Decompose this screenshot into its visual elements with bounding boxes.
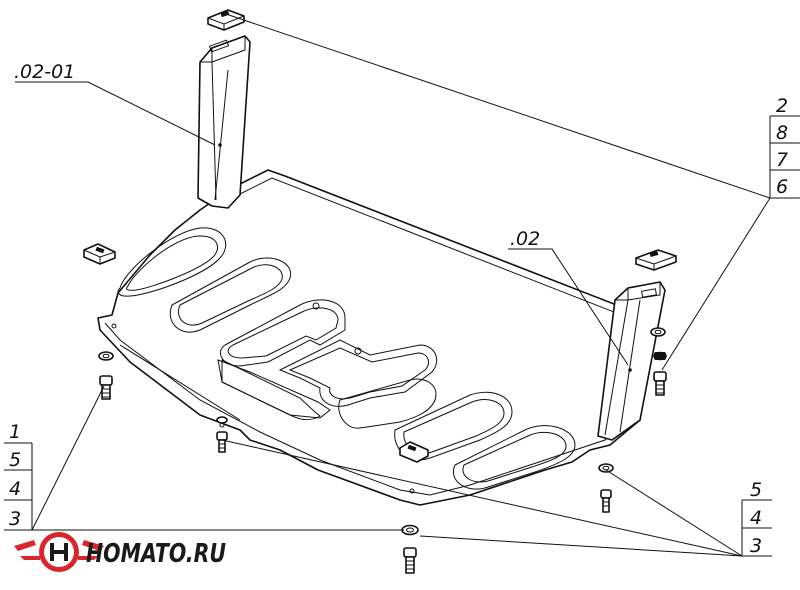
stack-left-item: 4 [9, 478, 21, 500]
stack-left-item: 5 [9, 449, 21, 471]
spacer-plate-right [635, 249, 677, 271]
stack-right-bottom-item: 5 [750, 479, 762, 501]
stack-right-bottom-item: 4 [750, 507, 762, 529]
spacer-plate-center [399, 441, 429, 463]
stack-right-top-item: 7 [776, 149, 788, 171]
callout-stack-right-top: 2 8 7 6 [769, 95, 800, 199]
stack-left-item: 3 [9, 508, 21, 530]
fastener-right-lower [598, 463, 614, 513]
fastener-right-upper [650, 327, 667, 396]
stack-right-top-item: 8 [776, 122, 788, 144]
stack-right-top-item: 2 [776, 95, 788, 117]
fastener-bottom-center [401, 524, 419, 574]
bracket-right [597, 281, 666, 441]
leader-lines [15, 13, 771, 557]
bracket-left [197, 35, 251, 209]
stack-left-item: 1 [9, 421, 21, 443]
stack-right-top-item: 6 [776, 176, 788, 198]
spacer-plate-left [83, 243, 116, 265]
homato-logo: HOMATO.RU [14, 532, 226, 572]
skid-plate [97, 169, 653, 506]
callout-part-02-01: .02-01 [14, 61, 75, 83]
stiffening-ribs [117, 227, 576, 490]
logo-text: HOMATO.RU [86, 539, 226, 569]
callout-part-02: .02 [510, 228, 540, 250]
fastener-left [98, 351, 114, 400]
fastener-center-left [216, 416, 228, 453]
spacer-plate-top [207, 9, 245, 31]
callout-stack-right-bottom: 5 4 3 [741, 479, 772, 557]
callout-stack-left: 1 5 4 3 [4, 421, 33, 531]
stack-right-bottom-item: 3 [750, 535, 762, 557]
homato-emblem-icon [14, 532, 104, 572]
